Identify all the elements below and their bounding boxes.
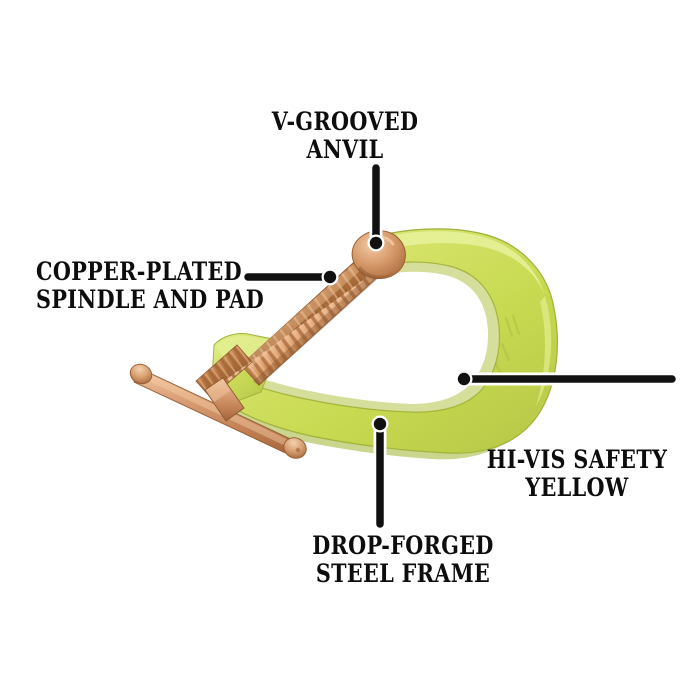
callout-label-copper-plated-spindle-and-pad: COPPER-PLATED SPINDLE AND PAD [36, 258, 264, 314]
callout-hivis-line-2: YELLOW [525, 473, 629, 502]
handle-bar-highlight [138, 370, 297, 450]
callout-anvil-line-1: V-GROOVED [271, 107, 419, 136]
spindle-lower-thread-collar [195, 344, 253, 399]
copper-anvil-group [351, 230, 406, 280]
callout-label-hi-vis-safety-yellow: HI-VIS SAFETY YELLOW [485, 446, 669, 502]
handle-ball-end-right-dimple [295, 447, 301, 453]
leader-spindle-dot [323, 270, 337, 284]
leader-line-hivis [455, 370, 679, 388]
callout-label-drop-forged-steel-frame: DROP-FORGED STEEL FRAME [311, 532, 495, 588]
leader-line-frame [371, 415, 389, 531]
callout-spindle-line-1: COPPER-PLATED [36, 257, 243, 286]
handle-swivel-collar-highlight [206, 379, 230, 402]
clamp-frame-back-highlight [536, 296, 552, 406]
callout-frame-line-2: STEEL FRAME [315, 559, 491, 588]
callout-anvil-line-2: ANVIL [306, 135, 384, 164]
leader-line-spindle [241, 268, 339, 286]
spindle-bottom-shadow [253, 268, 383, 386]
leader-frame-dot [373, 417, 387, 431]
handle-bar-group [129, 363, 307, 459]
handle-ball-end-right [283, 437, 307, 459]
callout-spindle-line-2: SPINDLE AND PAD [36, 285, 265, 314]
copper-spindle-group [195, 251, 384, 399]
clamp-frame-bottom-arm-shade [216, 398, 508, 460]
leader-line-anvil [367, 161, 385, 252]
clamp-frame-inner-shading [216, 262, 500, 413]
spindle-top-highlight [243, 254, 371, 369]
leader-hivis-dot [457, 372, 471, 386]
callout-label-v-grooved-anvil: V-GROOVED ANVIL [248, 108, 441, 164]
anvil-shadow [358, 266, 394, 279]
clamp-frame-top-arm-highlight [374, 231, 545, 296]
callout-frame-line-1: DROP-FORGED [312, 531, 494, 560]
leader-anvil-dot [369, 236, 383, 250]
callout-hivis-line-1: HI-VIS SAFETY [486, 445, 668, 474]
handle-ball-end-left [129, 363, 153, 385]
leader-lines [241, 161, 679, 531]
